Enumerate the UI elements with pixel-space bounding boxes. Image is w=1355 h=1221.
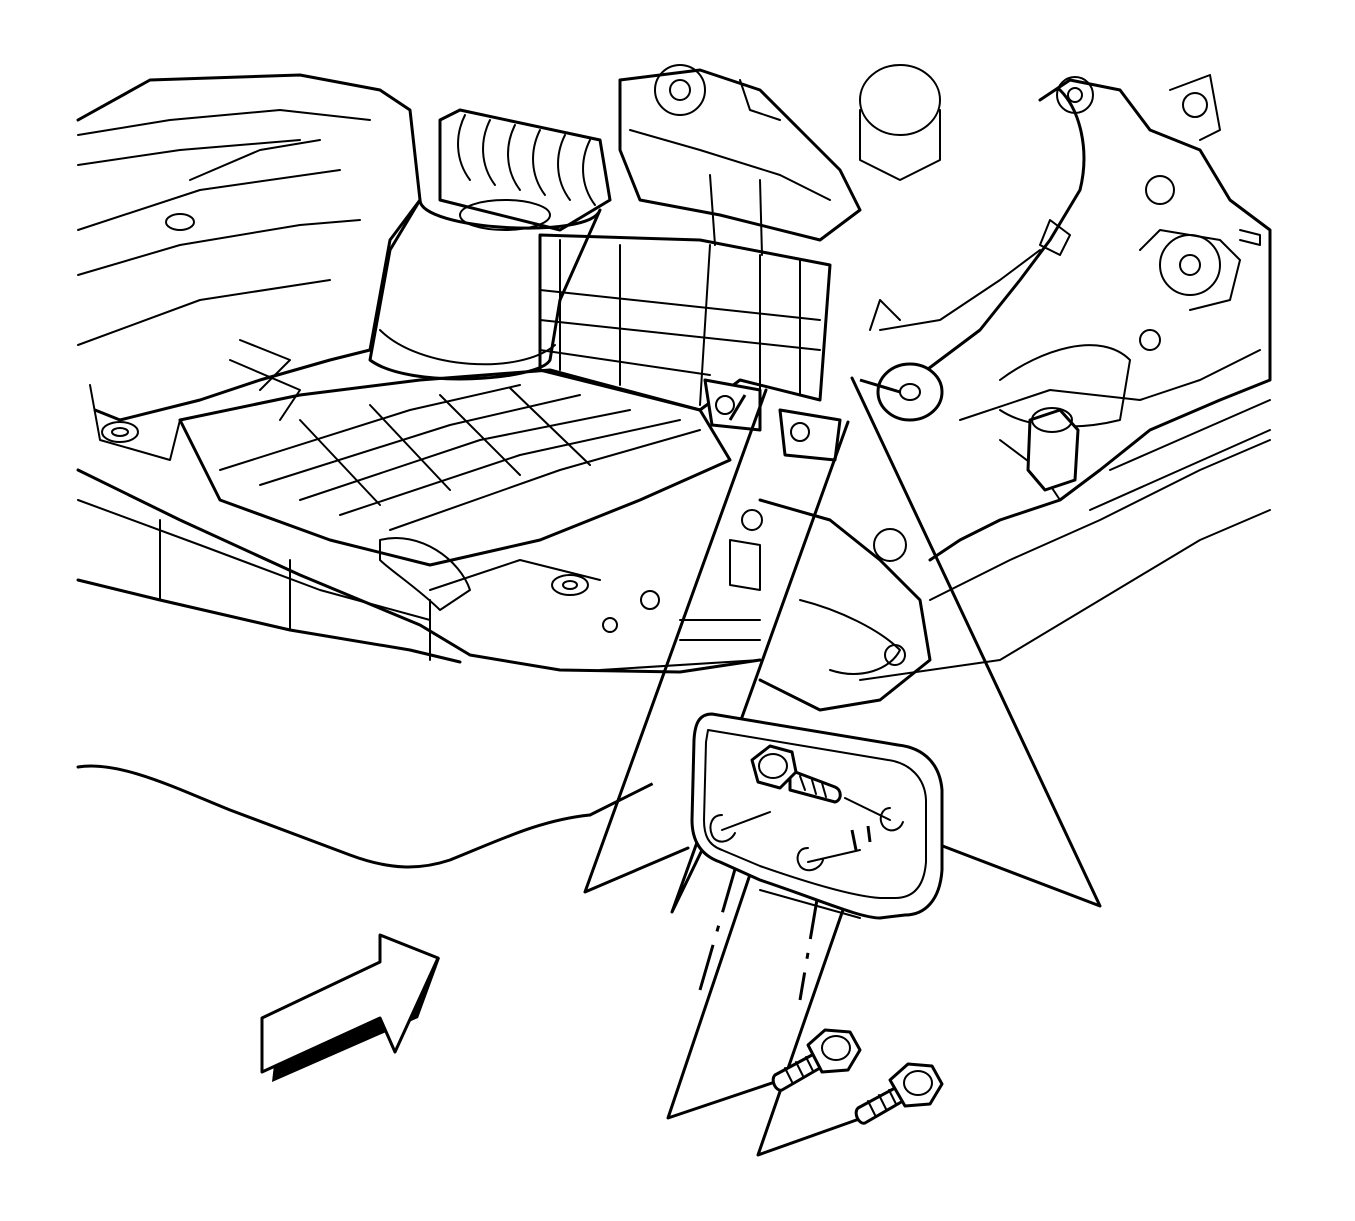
bracket-bolt-2 <box>854 1062 944 1125</box>
floor-contour-line <box>76 764 592 869</box>
underbody-frame-assembly <box>76 64 1272 712</box>
view-direction-arrow <box>260 933 440 1082</box>
bracket-bolt-installed <box>750 744 842 804</box>
bracket-bolt-1 <box>771 1028 862 1092</box>
